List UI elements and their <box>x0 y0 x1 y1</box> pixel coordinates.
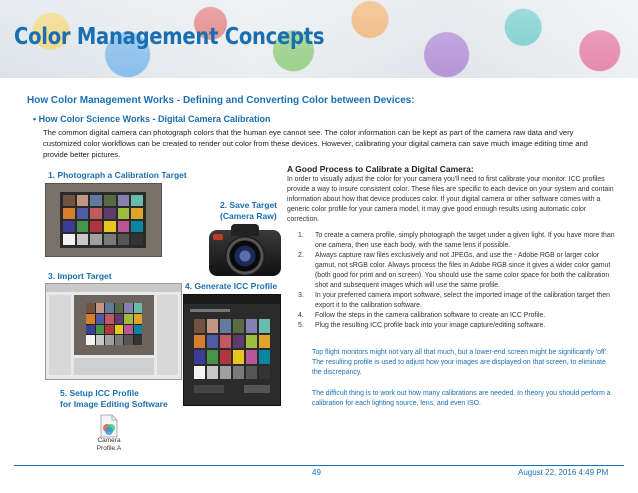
intro-paragraph: The common digital camera can photograph… <box>43 128 588 159</box>
list-item: 4. Follow the steps in the camera calibra… <box>298 311 616 321</box>
step-number: 3. <box>298 292 304 299</box>
step-5-label: 5. Setup ICC Profile <box>60 388 139 398</box>
page-title: Color Management Concepts <box>14 24 325 50</box>
step-4-label: 4. Generate ICC Profile <box>185 281 278 291</box>
subsection-bullet: • How Color Science Works - Digital Came… <box>33 114 271 124</box>
step-number: 2. <box>298 252 304 259</box>
list-item: 3. In your preferred camera import softwa… <box>298 291 616 311</box>
process-title: A Good Process to Calibrate a Digital Ca… <box>287 164 474 174</box>
profile-file-icon <box>98 414 120 438</box>
step-text: Plug the resulting ICC profile back into… <box>315 322 546 329</box>
calibration-target-image <box>45 183 162 257</box>
step-5-sublabel: for Image Editing Software <box>60 399 168 409</box>
footer-timestamp: August 22, 2016 4:49 PM <box>518 468 609 477</box>
process-steps-list: 1. To create a camera profile, simply pho… <box>298 231 616 331</box>
icc-profile-software-screenshot <box>183 294 281 406</box>
list-item: 5. Plug the resulting ICC profile back in… <box>298 321 616 331</box>
profile-file-label: Camera Profile.A <box>96 437 122 452</box>
step-text: Follow the steps in the camera calibrati… <box>315 312 546 319</box>
step-1-label: 1. Photograph a Calibration Target <box>48 170 187 180</box>
calibration-note: The difficult thing is to work out how m… <box>312 390 611 407</box>
step-3-label: 3. Import Target <box>48 271 112 281</box>
footer-divider <box>14 465 624 466</box>
step-text: In your preferred camera import software… <box>315 292 610 309</box>
step-number: 1. <box>298 232 304 239</box>
list-item: 1. To create a camera profile, simply pho… <box>298 231 616 251</box>
process-paragraph: In order to visually adjust the color fo… <box>287 176 614 223</box>
step-2-label: 2. Save Target <box>220 200 278 210</box>
step-text: To create a camera profile, simply photo… <box>315 232 615 249</box>
page-number: 49 <box>312 468 321 477</box>
step-text: Always capture raw files exclusively and… <box>315 252 611 289</box>
step-number: 4. <box>298 312 304 319</box>
import-software-screenshot <box>45 283 182 380</box>
camera-image <box>205 222 285 284</box>
step-2-sublabel: (Camera Raw) <box>220 211 277 221</box>
list-item: 2. Always capture raw files exclusively a… <box>298 251 616 291</box>
header-banner-overlay <box>0 0 638 78</box>
section-heading: How Color Management Works - Defining an… <box>27 95 415 106</box>
step-number: 5. <box>298 322 304 329</box>
monitor-note: Top flight monitors might not vary all t… <box>312 349 608 376</box>
